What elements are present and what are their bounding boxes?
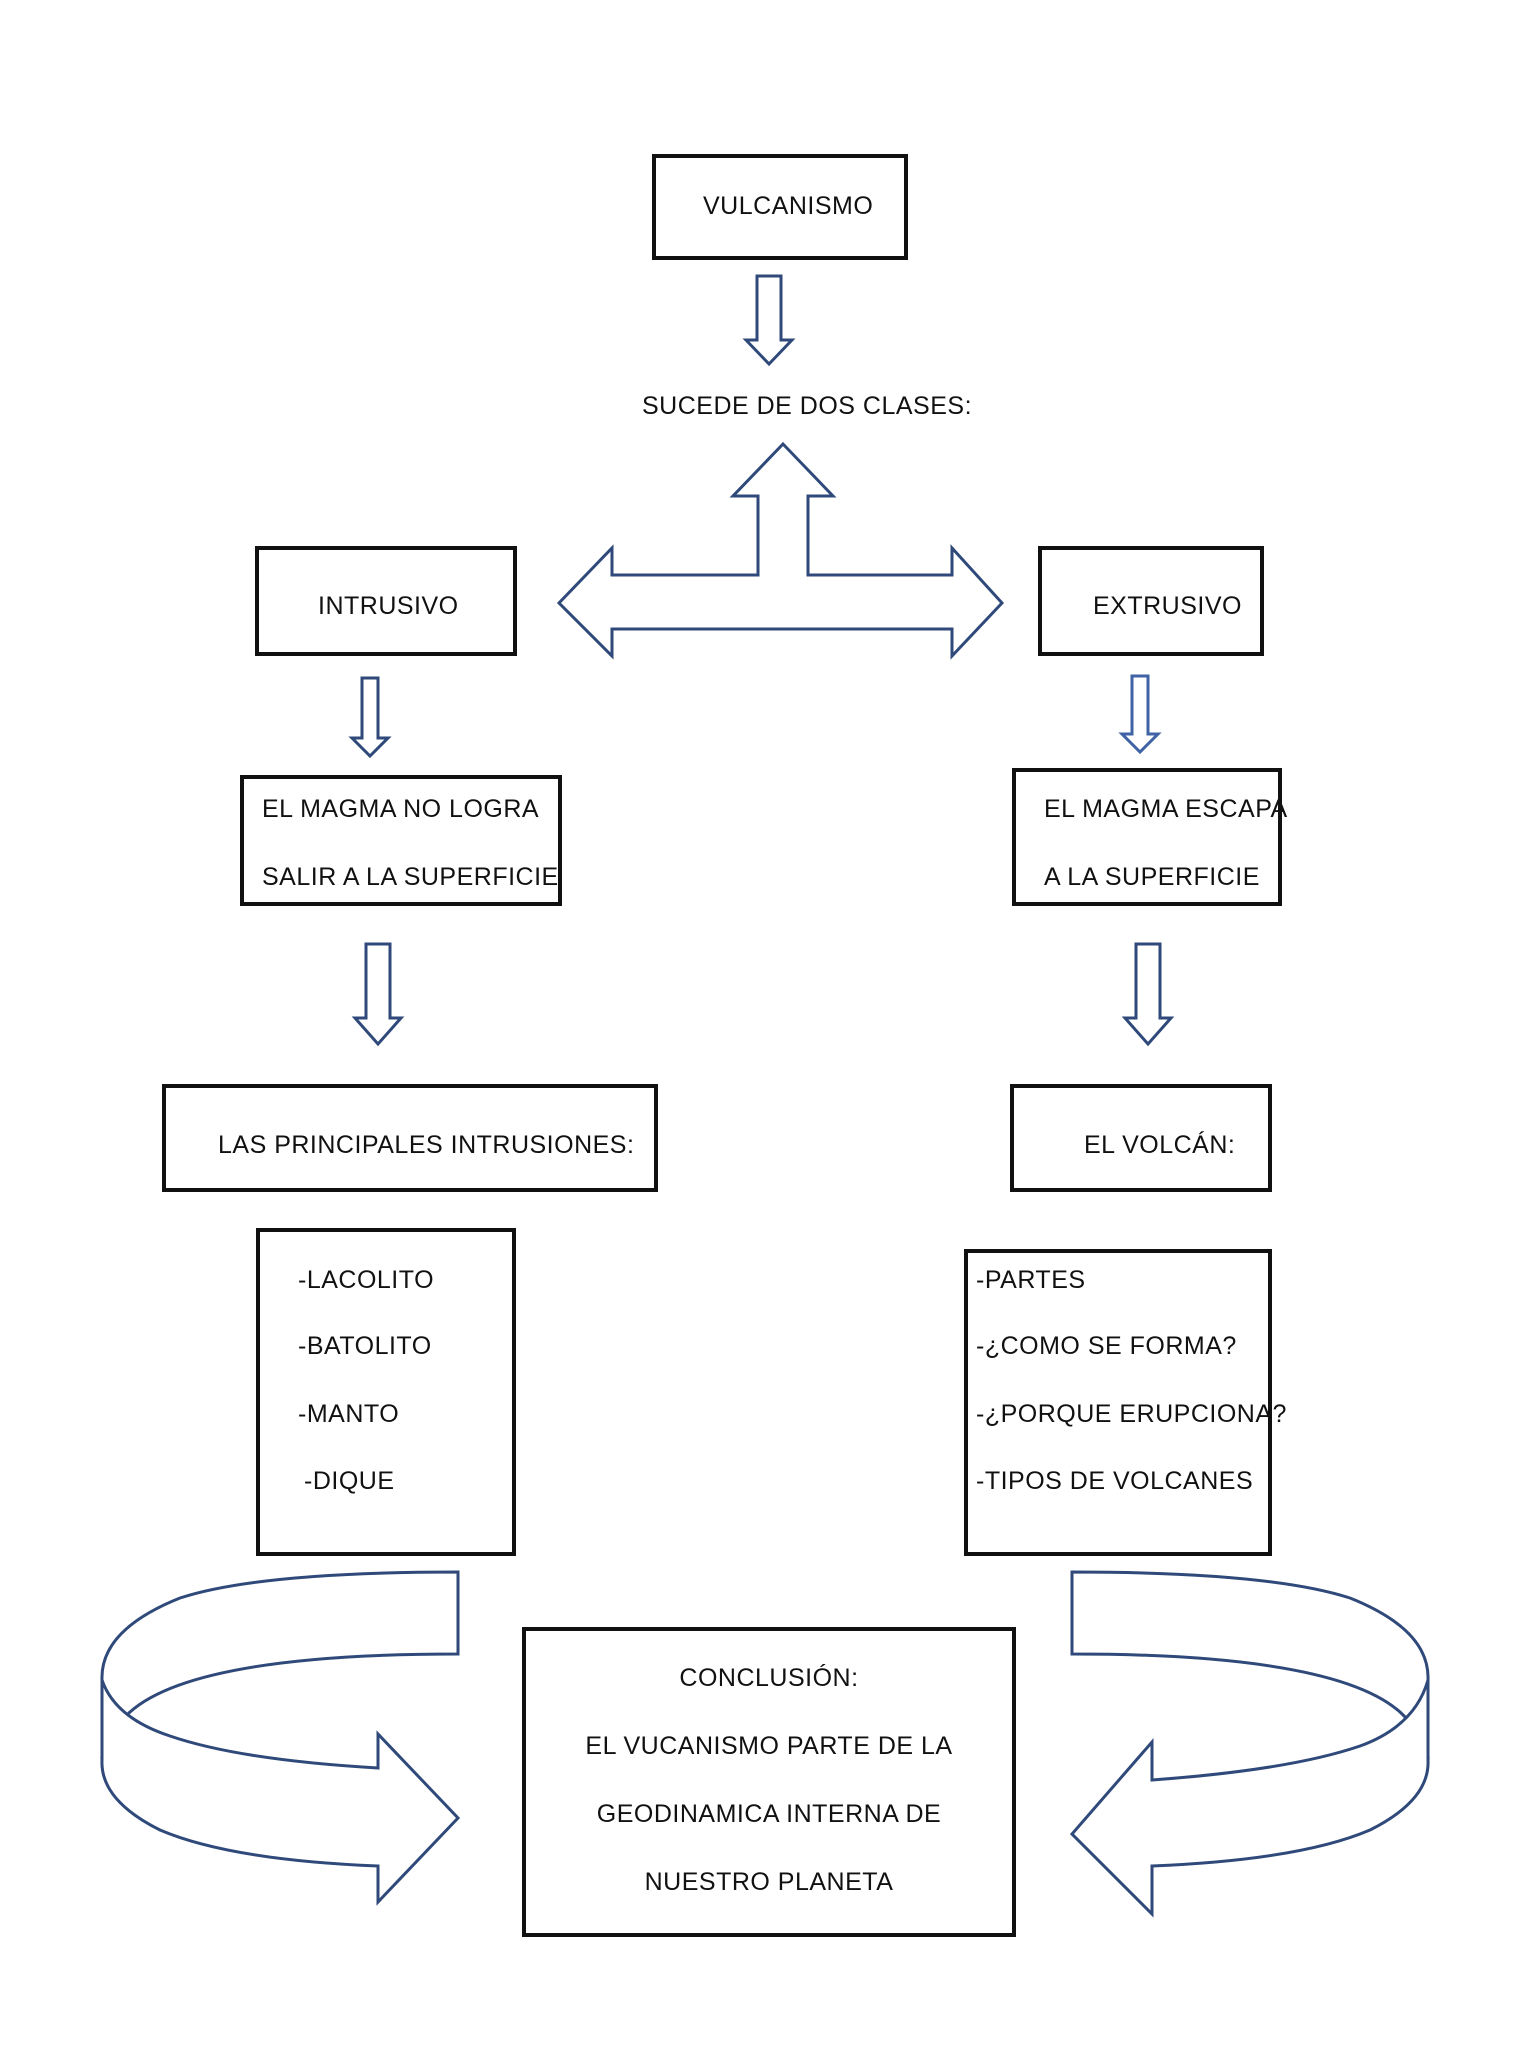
conclusion-line: GEODINAMICA INTERNA DE — [596, 1800, 942, 1828]
intrusivo-description-line1: EL MAGMA NO LOGRA — [262, 795, 540, 823]
extrusivo-description-line1: EL MAGMA ESCAPA — [1044, 795, 1288, 823]
down-arrow-icon — [351, 942, 405, 1047]
volcan-heading-label: EL VOLCÁN: — [1084, 1131, 1236, 1159]
list-item: -MANTO — [298, 1400, 400, 1428]
volcan-list-box — [964, 1249, 1272, 1556]
curved-arrow-right-icon — [1069, 1570, 1430, 1918]
intrusiones-heading-label: LAS PRINCIPALES INTRUSIONES: — [218, 1131, 635, 1159]
extrusivo-label: EXTRUSIVO — [1093, 592, 1242, 620]
down-arrow-icon — [742, 274, 796, 367]
conclusion-line: EL VUCANISMO PARTE DE LA — [585, 1732, 953, 1760]
list-item: -BATOLITO — [298, 1332, 432, 1360]
down-arrow-icon — [1118, 674, 1162, 755]
intrusivo-description-box — [240, 775, 562, 906]
list-item: -¿COMO SE FORMA? — [976, 1332, 1237, 1360]
vulcanismo-label: VULCANISMO — [703, 192, 874, 220]
vulcanismo-box — [652, 154, 908, 260]
list-item: -TIPOS DE VOLCANES — [976, 1467, 1254, 1495]
branch-arrow-icon — [556, 441, 1005, 660]
list-item: -LACOLITO — [298, 1266, 435, 1294]
down-arrow-icon — [348, 676, 392, 759]
curved-arrow-left-icon — [100, 1570, 461, 1906]
list-item: -DIQUE — [304, 1467, 395, 1495]
conclusion-box — [522, 1627, 1016, 1937]
extrusivo-box — [1038, 546, 1264, 656]
intrusivo-label: INTRUSIVO — [318, 592, 459, 620]
intrusivo-description-line2: SALIR A LA SUPERFICIE — [262, 863, 559, 891]
sucede-label: SUCEDE DE DOS CLASES: — [642, 392, 973, 420]
list-item: -PARTES — [976, 1266, 1086, 1294]
volcan-heading-box — [1010, 1084, 1272, 1192]
intrusiones-list-box — [256, 1228, 516, 1556]
intrusiones-heading-box — [162, 1084, 658, 1192]
down-arrow-icon — [1121, 942, 1175, 1047]
conclusion-line: NUESTRO PLANETA — [644, 1868, 894, 1896]
extrusivo-description-line2: A LA SUPERFICIE — [1044, 863, 1260, 891]
extrusivo-description-box — [1012, 768, 1282, 906]
intrusivo-box — [255, 546, 517, 656]
conclusion-line: CONCLUSIÓN: — [679, 1664, 859, 1692]
list-item: -¿PORQUE ERUPCIONA? — [976, 1400, 1287, 1428]
